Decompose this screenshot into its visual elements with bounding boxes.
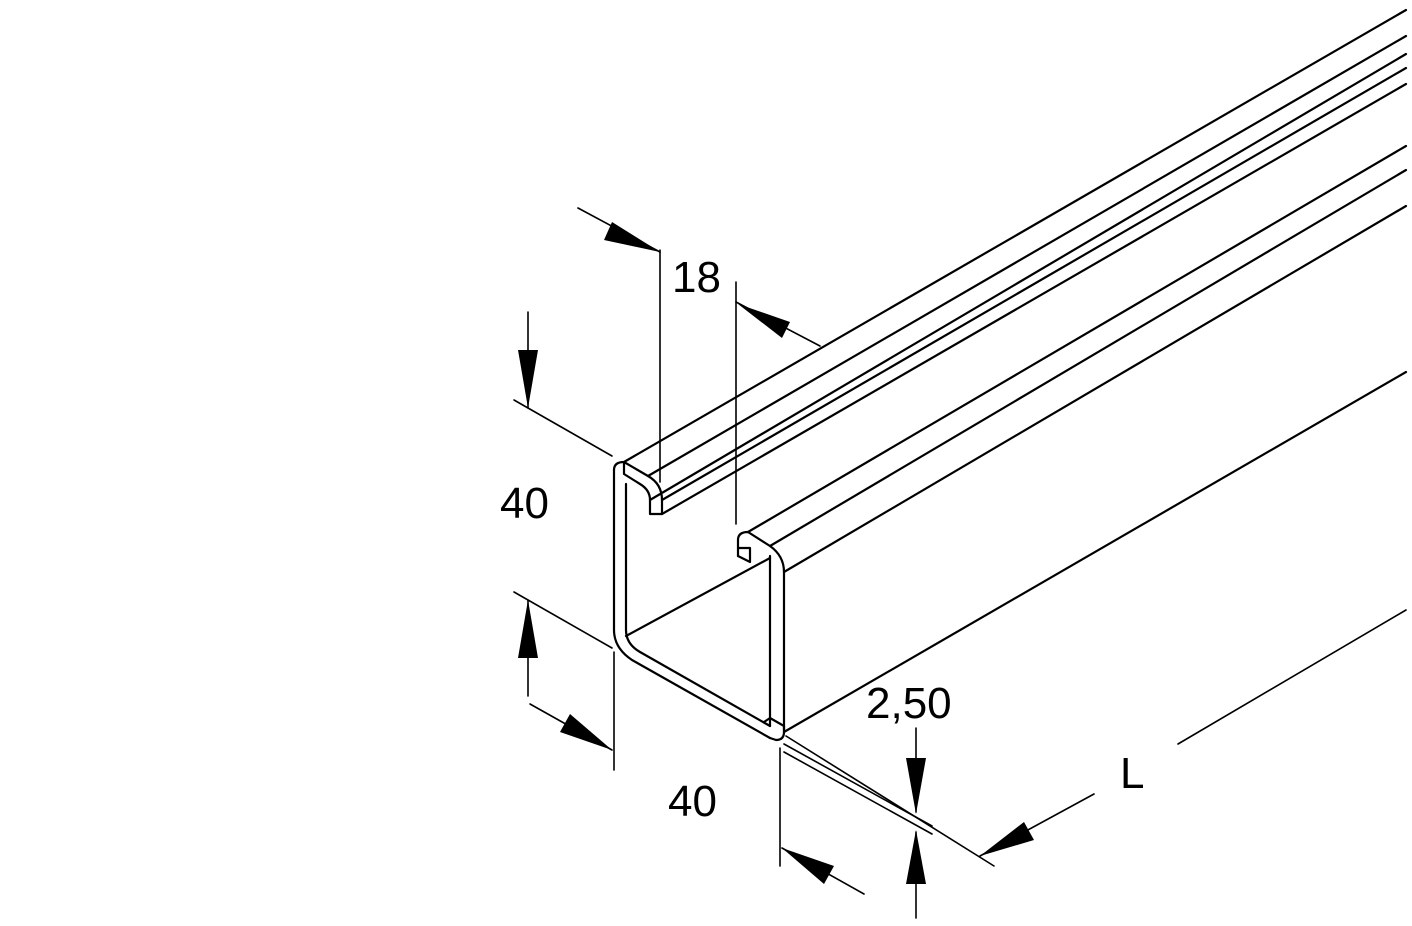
dimension-width: 40 (529, 651, 865, 895)
left-lip-long-edge-2 (660, 66, 1408, 502)
height-extension-top (513, 399, 613, 457)
length-arrow (980, 822, 1034, 856)
left-lip-inner (648, 52, 1408, 502)
thickness-arrow-bottom (906, 830, 926, 884)
width-label: 40 (668, 777, 717, 826)
slot-width-label: 18 (672, 253, 721, 302)
dimension-length: L (785, 609, 1407, 867)
dimension-height: 40 (500, 311, 613, 697)
dimension-thickness: 2,50 (783, 679, 952, 919)
slot-arrow-left (604, 222, 660, 252)
right-lip-long-edge-1 (746, 144, 1408, 534)
left-wall (612, 468, 772, 740)
height-arrow-top (518, 350, 538, 408)
left-lip-long-edge-3 (660, 82, 1408, 516)
right-lip-long-edge-3 (782, 204, 1408, 574)
right-lip-detail (736, 546, 752, 564)
height-label: 40 (500, 479, 549, 528)
dimension-slot-width: 18 (577, 207, 821, 525)
left-wall-inner (624, 482, 772, 728)
thickness-arrow-top (906, 758, 926, 814)
channel-profile (612, 8, 1408, 742)
slot-arrow-right (738, 304, 790, 338)
bottom-long-edge (782, 370, 1408, 734)
right-lip-edge (736, 530, 786, 574)
left-lip-long-edge-1 (646, 34, 1408, 478)
height-extension-bottom (513, 591, 613, 649)
width-arrow-left (560, 714, 612, 750)
thickness-extension-2 (783, 751, 933, 835)
left-lip-edge (622, 460, 664, 516)
thickness-label: 2,50 (866, 679, 952, 728)
length-leader-far (1177, 609, 1407, 745)
width-arrow-right (782, 848, 834, 884)
length-label: L (1120, 749, 1144, 798)
right-wall (768, 554, 786, 732)
bottom-corner (762, 716, 786, 742)
bottom-inner-edge (624, 556, 772, 638)
length-extension (785, 735, 995, 867)
right-lip-long-edge-2 (768, 168, 1408, 548)
height-arrow-bottom (518, 600, 538, 658)
